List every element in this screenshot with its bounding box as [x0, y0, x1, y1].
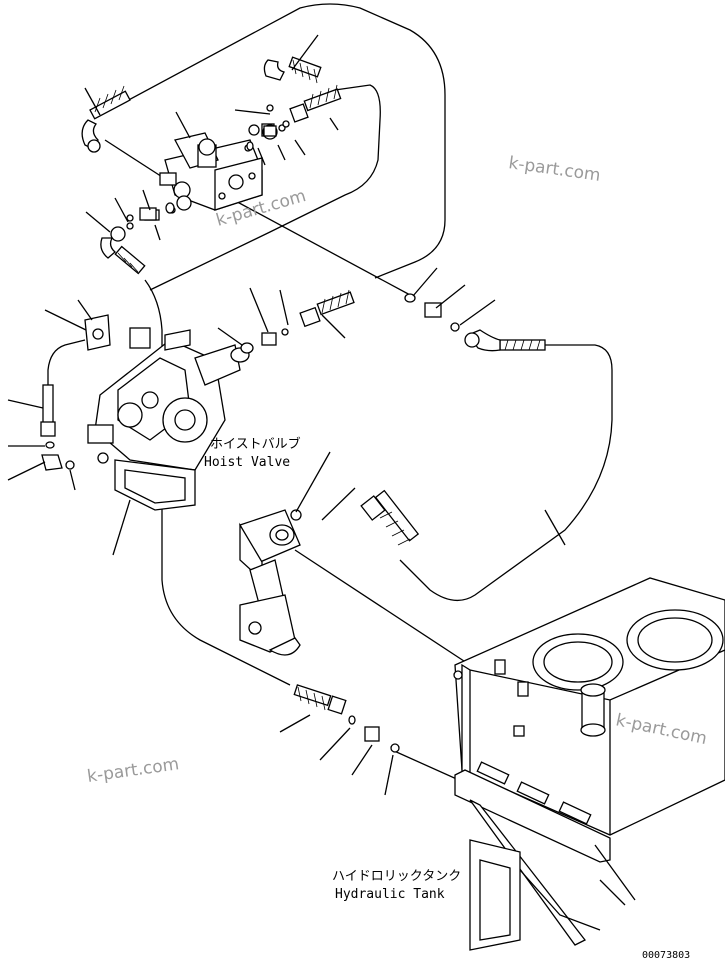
drawing-number: 00073803	[642, 950, 690, 961]
top-valve-block	[126, 123, 275, 222]
watermark-1: k-part.com	[507, 153, 601, 186]
watermark-4: k-part.com	[86, 754, 180, 787]
hoist-valve-label-jp: ホイストバルブ	[210, 436, 301, 452]
hydraulic-tank	[453, 577, 725, 951]
pipe-bracket	[239, 509, 301, 656]
hoses	[81, 56, 546, 715]
hose-lines	[47, 3, 613, 786]
hydraulic-tank-label-en: Hydraulic Tank	[335, 887, 445, 902]
hoist-valve-assembly	[40, 314, 250, 511]
leader-lines	[7, 34, 566, 796]
hydraulic-tank-label-jp: ハイドロリックタンク	[332, 869, 461, 884]
text-labels: ホイストバルブ Hoist Valve ハイドロリックタンク Hydraulic…	[204, 436, 690, 961]
hoist-valve-label-en: Hoist Valve	[204, 455, 290, 470]
